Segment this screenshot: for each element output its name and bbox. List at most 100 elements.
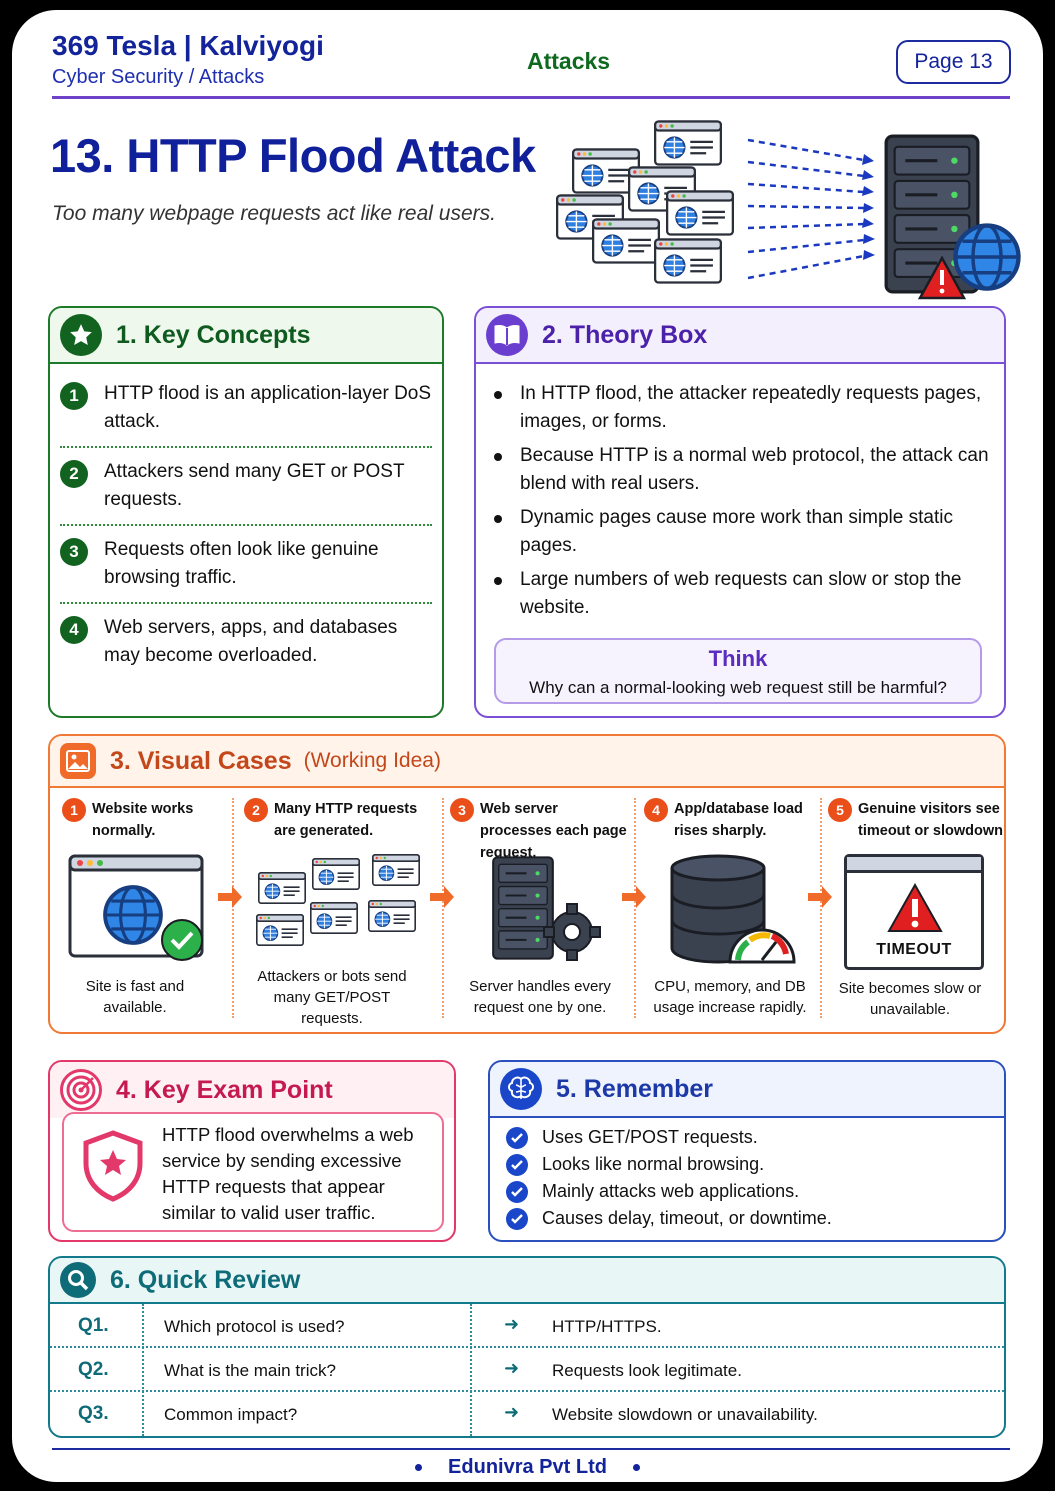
theory-text: In HTTP flood, the attacker repeatedly r… (520, 383, 982, 432)
remember-text: Mainly attacks web applications. (542, 1181, 800, 1201)
question-text: Which protocol is used? (164, 1317, 345, 1336)
divider (442, 798, 444, 1018)
target-icon (60, 1069, 102, 1111)
divider (60, 524, 432, 526)
star-icon (60, 314, 102, 356)
footer: Edunivra Pvt Ltd (12, 1456, 1043, 1479)
brand-title: 369 Tesla | Kalviyogi (52, 30, 324, 61)
exam-point-text: HTTP flood overwhelms a web service by s… (162, 1124, 414, 1223)
warning-icon (917, 255, 967, 300)
review-row: Q2. What is the main trick? ➜ Requests l… (50, 1348, 1004, 1392)
theory-item: In HTTP flood, the attacker repeatedly r… (494, 380, 994, 436)
answer-text: Website slowdown or unavailability. (552, 1405, 818, 1424)
footer-divider (52, 1448, 1010, 1450)
question-text: What is the main trick? (164, 1361, 336, 1380)
visual-cases-title: 3. Visual Cases (110, 746, 292, 775)
divider (60, 602, 432, 604)
key-exam-point-header: 4. Key Exam Point (50, 1062, 454, 1118)
step-heading: Genuine visitors see timeout or slowdown… (858, 801, 1006, 839)
remember-card: 5. Remember Uses GET/POST requests. Look… (488, 1060, 1006, 1242)
remember-item: Mainly attacks web applications. (506, 1178, 832, 1205)
step-caption: Site is fast and available. (85, 978, 185, 1016)
step-heading: App/database load rises sharply. (674, 801, 803, 839)
theory-box-header: 2. Theory Box (476, 308, 1004, 364)
think-question: Why can a normal-looking web request sti… (529, 678, 947, 697)
check-icon (506, 1207, 528, 1230)
concept-text: Requests often look like genuine browsin… (104, 539, 379, 588)
timeout-window: TIMEOUT (844, 854, 984, 970)
divider (142, 1304, 144, 1436)
key-exam-point-card: 4. Key Exam Point HTTP flood overwhelms … (48, 1060, 456, 1242)
question-number: Q1. (78, 1315, 109, 1336)
image-icon (60, 743, 96, 779)
concept-number: 4 (60, 616, 88, 644)
step-heading: Website works normally. (92, 801, 194, 839)
divider (60, 446, 432, 448)
warning-icon (887, 883, 943, 932)
theory-text: Dynamic pages cause more work than simpl… (520, 507, 953, 556)
quick-review-title: 6. Quick Review (110, 1265, 301, 1294)
arrow-right-icon: ➜ (504, 1314, 520, 1334)
check-icon (506, 1180, 528, 1203)
concept-text: Web servers, apps, and databases may bec… (104, 617, 398, 666)
step-caption: Attackers or bots send many GET/POST req… (257, 968, 407, 1027)
think-box: Think Why can a normal-looking web reque… (494, 638, 982, 704)
request-browser-icons (556, 120, 734, 284)
divider (470, 1304, 472, 1436)
divider (820, 798, 822, 1018)
arrow-right-icon (622, 886, 646, 908)
visual-cases-header: 3. Visual Cases (Working Idea) (50, 736, 1004, 788)
arrow-right-icon (218, 886, 242, 908)
review-row: Q3. Common impact? ➜ Website slowdown or… (50, 1392, 1004, 1436)
breadcrumb: Cyber Security / Attacks (52, 66, 265, 88)
key-exam-point-title: 4. Key Exam Point (116, 1075, 333, 1104)
concept-item: 1 HTTP flood is an application-layer DoS… (60, 380, 432, 436)
book-icon (486, 314, 528, 356)
concept-number: 3 (60, 538, 88, 566)
review-row: Q1. Which protocol is used? ➜ HTTP/HTTPS… (50, 1304, 1004, 1348)
section-label: Attacks (527, 48, 611, 74)
divider (232, 798, 234, 1018)
arrow-right-icon: ➜ (504, 1402, 520, 1422)
remember-item: Looks like normal browsing. (506, 1151, 832, 1178)
concept-text: Attackers send many GET or POST requests… (104, 461, 405, 510)
footer-company: Edunivra Pvt Ltd (448, 1456, 607, 1478)
answer-text: Requests look legitimate. (552, 1361, 742, 1380)
theory-box-card: 2. Theory Box In HTTP flood, the attacke… (474, 306, 1006, 718)
check-icon (506, 1126, 528, 1149)
step-number: 1 (62, 798, 86, 822)
remember-header: 5. Remember (490, 1062, 1004, 1118)
check-icon (506, 1153, 528, 1176)
answer-text: HTTP/HTTPS. (552, 1317, 662, 1336)
divider (634, 798, 636, 1018)
concept-number: 2 (60, 460, 88, 488)
many-requests-icon (256, 854, 420, 946)
step-number: 5 (828, 798, 852, 822)
page-title: 13. HTTP Flood Attack (50, 129, 536, 182)
step-number: 2 (244, 798, 268, 822)
request-arrows (747, 138, 865, 280)
theory-item: Large numbers of web requests can slow o… (494, 566, 994, 622)
remember-title: 5. Remember (556, 1074, 714, 1103)
question-number: Q3. (78, 1403, 109, 1424)
remember-list: Uses GET/POST requests. Looks like norma… (506, 1124, 832, 1232)
theory-box-title: 2. Theory Box (542, 320, 708, 349)
theory-item: Dynamic pages cause more work than simpl… (494, 504, 994, 560)
website-working-icon (68, 854, 204, 961)
concept-text: HTTP flood is an application-layer DoS a… (104, 383, 432, 432)
concept-item: 2 Attackers send many GET or POST reques… (60, 458, 432, 514)
theory-text: Large numbers of web requests can slow o… (520, 569, 962, 618)
http-flood-illustration (556, 120, 1022, 300)
visual-cases-note: (Working Idea) (303, 749, 441, 772)
step-heading: Many HTTP requests are generated. (274, 801, 418, 839)
theory-list: In HTTP flood, the attacker repeatedly r… (494, 380, 994, 628)
globe-icon (956, 226, 1019, 289)
page-number-badge: Page 13 (896, 40, 1011, 84)
step-number: 4 (644, 798, 668, 822)
search-icon (60, 1262, 96, 1298)
quick-review-header: 6. Quick Review (50, 1258, 1004, 1304)
